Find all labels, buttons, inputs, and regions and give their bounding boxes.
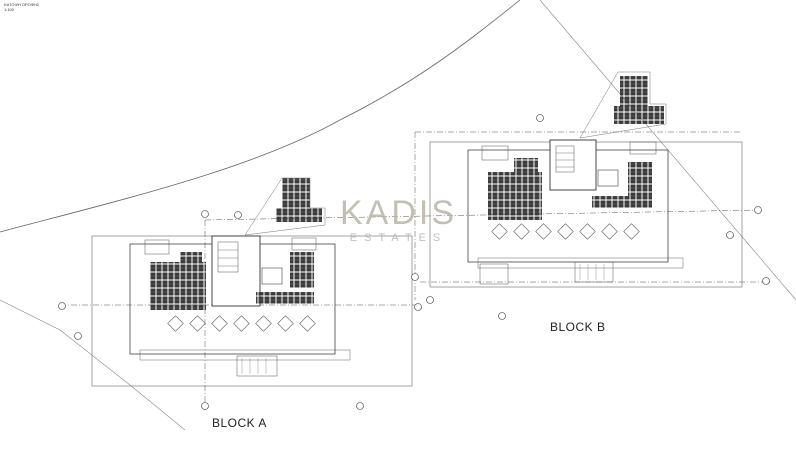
watermark-brand: KADIS: [340, 194, 458, 232]
site-boundary-curve: [0, 0, 521, 233]
drawing-title-block: ΚΑΤΟΨΗ ΟΡΟΦΗΣ 1:100: [4, 2, 39, 12]
drawing-title: ΚΑΤΟΨΗ ΟΡΟΦΗΣ: [4, 2, 40, 7]
block-a-plan: [91, 177, 413, 387]
axis-marker-group: [58, 114, 770, 410]
drawing-scale: 1:100: [4, 7, 15, 12]
block-b-label: BLOCK B: [550, 320, 606, 334]
watermark-sub: ESTATES: [349, 232, 448, 244]
block-b-plan: [429, 71, 743, 288]
watermark-logo: KADIS ESTATES: [340, 196, 457, 244]
site-boundary-left: [0, 299, 186, 431]
block-a-label: BLOCK A: [212, 416, 267, 430]
